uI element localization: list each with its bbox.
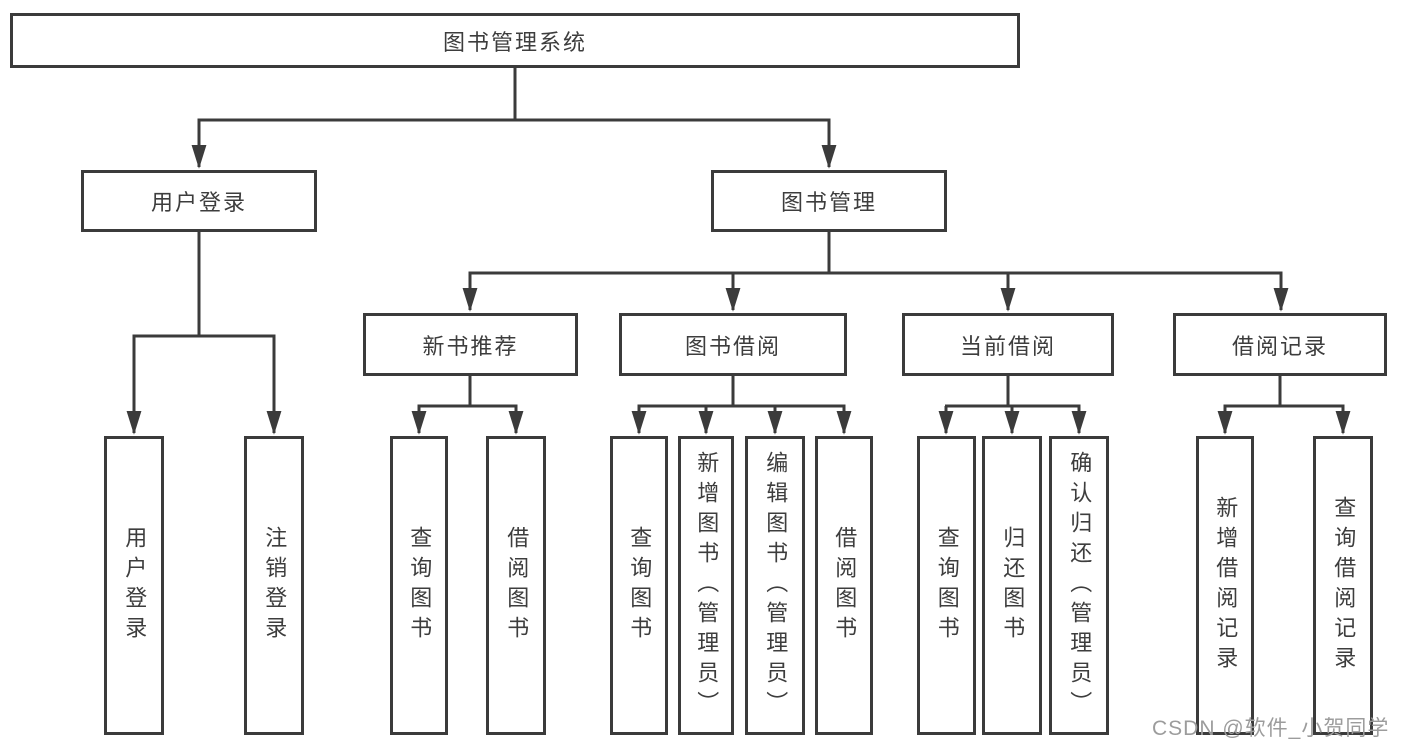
node-leaf-borrow-book-1-label: 借阅图书: [504, 525, 530, 646]
node-leaf-query-book-3: 查询图书: [917, 436, 976, 735]
node-leaf-user-login: 用户登录: [104, 436, 164, 735]
node-leaf-add-borrow-record-label: 新增借阅记录: [1213, 495, 1239, 676]
node-leaf-logout: 注销登录: [244, 436, 304, 735]
node-leaf-borrow-book-1: 借阅图书: [486, 436, 546, 735]
node-leaf-query-book-3-label: 查询图书: [934, 525, 960, 646]
node-book-borrow-label: 图书借阅: [684, 333, 781, 359]
node-leaf-add-book-admin-label: 新增图书（管理员）: [694, 450, 720, 721]
node-leaf-add-borrow-record: 新增借阅记录: [1196, 436, 1254, 735]
connector-root: [197, 68, 831, 122]
node-leaf-confirm-return-admin: 确认归还（管理员）: [1049, 436, 1109, 735]
node-current-borrow-label: 当前借阅: [959, 333, 1056, 359]
connector-current-borrow: [945, 376, 1081, 408]
node-book-borrow: 图书借阅: [619, 313, 847, 376]
connector-book-management: [468, 232, 1283, 275]
node-leaf-edit-book-admin: 编辑图书（管理员）: [745, 436, 805, 735]
node-leaf-query-book-2-label: 查询图书: [627, 525, 653, 646]
node-root-label: 图书管理系统: [442, 29, 587, 55]
connector-new-book-recommend: [417, 376, 518, 408]
node-leaf-add-book-admin: 新增图书（管理员）: [678, 436, 734, 735]
node-book-management: 图书管理: [711, 170, 947, 232]
node-user-login-label: 用户登录: [150, 190, 247, 215]
csdn-watermark: CSDN @软件_小贺同学: [1152, 717, 1390, 740]
node-leaf-confirm-return-admin-label: 确认归还（管理员）: [1067, 450, 1093, 721]
node-borrow-records: 借阅记录: [1173, 313, 1387, 376]
node-leaf-borrow-book-2-label: 借阅图书: [832, 525, 858, 646]
node-leaf-user-login-label: 用户登录: [122, 525, 148, 646]
connector-borrow-records: [1223, 376, 1345, 408]
node-leaf-borrow-book-2: 借阅图书: [815, 436, 873, 735]
node-current-borrow: 当前借阅: [902, 313, 1114, 376]
node-leaf-logout-label: 注销登录: [262, 525, 288, 646]
node-leaf-return-book-label: 归还图书: [1000, 525, 1026, 646]
node-user-login: 用户登录: [81, 170, 317, 232]
node-leaf-query-borrow-record-label: 查询借阅记录: [1331, 495, 1357, 676]
node-borrow-records-label: 借阅记录: [1231, 333, 1328, 359]
node-leaf-return-book: 归还图书: [982, 436, 1042, 735]
node-leaf-query-book-2: 查询图书: [610, 436, 668, 735]
node-book-management-label: 图书管理: [780, 190, 877, 215]
node-leaf-query-book-1: 查询图书: [390, 436, 448, 735]
connector-book-borrow: [637, 376, 846, 408]
node-leaf-edit-book-admin-label: 编辑图书（管理员）: [763, 450, 789, 721]
node-leaf-query-borrow-record: 查询借阅记录: [1313, 436, 1373, 735]
connector-user-login: [132, 232, 276, 338]
node-root: 图书管理系统: [10, 13, 1020, 68]
node-leaf-query-book-1-label: 查询图书: [407, 525, 433, 646]
node-new-book-recommend: 新书推荐: [363, 313, 578, 376]
node-new-book-recommend-label: 新书推荐: [422, 333, 519, 359]
